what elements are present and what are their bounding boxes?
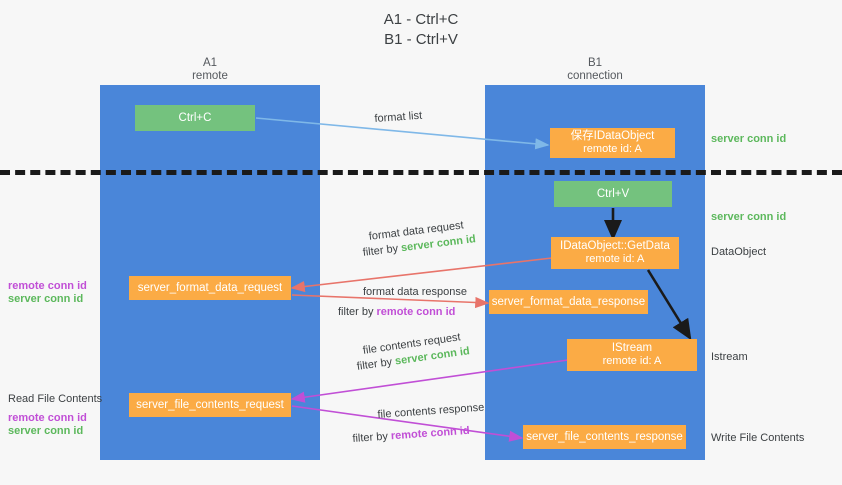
box-server-file-contents-response-label: server_file_contents_response	[526, 430, 683, 443]
arrow-format-data-request	[290, 257, 553, 293]
box-save-dataobject-line1: 保存IDataObject	[570, 130, 655, 142]
box-server-format-data-response-label: server_format_data_response	[491, 295, 646, 308]
column-header-a1: A1 remote	[100, 57, 320, 83]
box-server-file-contents-request[interactable]: server_file_contents_request	[129, 393, 291, 417]
side-label-server-conn-id-2: server conn id	[8, 425, 84, 437]
box-server-format-data-request[interactable]: server_format_data_request	[129, 276, 291, 300]
arrow-format-list	[255, 117, 550, 150]
arrow-file-contents-request	[290, 359, 569, 403]
column-a1-name: A1	[202, 57, 218, 69]
column-b1-name: B1	[587, 57, 603, 69]
box-getdata-line1: IDataObject::GetData	[560, 240, 670, 252]
box-server-file-contents-request-label: server_file_contents_request	[136, 398, 284, 411]
side-label-server-conn-id-1: server conn id	[8, 293, 84, 305]
column-a1-sub: remote	[192, 70, 228, 82]
side-label-remote-conn-id-1: remote conn id	[8, 280, 87, 292]
side-label-server-conn-id-top: server conn id	[711, 133, 787, 145]
filter-by-text-2: filter by	[338, 306, 377, 318]
label-format-data-response: format data response	[363, 286, 467, 298]
box-server-format-data-request-label: server_format_data_request	[137, 281, 283, 294]
box-server-format-data-response[interactable]: server_format_data_response	[489, 290, 648, 314]
box-istream[interactable]: IStream remote id: A	[567, 339, 697, 371]
side-label-dataobject: DataObject	[711, 246, 767, 258]
side-label-istream: Istream	[711, 351, 748, 363]
side-label-write-file-contents: Write File Contents	[711, 432, 805, 444]
title-line-1: A1 - Ctrl+C	[383, 11, 459, 28]
arrow-format-data-response	[291, 294, 490, 309]
box-save-dataobject[interactable]: 保存IDataObject remote id: A	[550, 128, 675, 158]
filter-by-text-4: filter by	[352, 430, 392, 445]
label-filter-remote-conn-id-1: filter by remote conn id	[338, 305, 455, 319]
title-line-2: B1 - Ctrl+V	[384, 31, 458, 48]
remote-conn-id-text-1: remote conn id	[376, 306, 456, 318]
side-label-read-file-contents: Read File Contents	[8, 393, 103, 405]
box-ctrl-c-label: Ctrl+C	[178, 111, 212, 124]
phase-divider	[0, 170, 842, 175]
box-ctrl-v[interactable]: Ctrl+V	[554, 181, 672, 207]
box-istream-line2: remote id: A	[602, 355, 662, 367]
box-server-file-contents-response[interactable]: server_file_contents_response	[523, 425, 686, 449]
column-header-b1: B1 connection	[485, 57, 705, 83]
box-getdata-line2: remote id: A	[585, 253, 645, 265]
box-ctrl-v-label: Ctrl+V	[596, 187, 630, 200]
arrow-file-contents-response	[291, 405, 524, 442]
box-istream-line1: IStream	[611, 342, 653, 354]
column-b1-sub: connection	[567, 70, 623, 82]
side-label-server-conn-id-mid: server conn id	[711, 211, 787, 223]
box-ctrl-c[interactable]: Ctrl+C	[135, 105, 255, 131]
side-label-remote-conn-id-2: remote conn id	[8, 412, 87, 424]
box-save-dataobject-line2: remote id: A	[583, 143, 642, 155]
arrow-getdata-to-istream	[646, 269, 692, 341]
box-getdata[interactable]: IDataObject::GetData remote id: A	[551, 237, 679, 269]
page-title: A1 - Ctrl+C B1 - Ctrl+V	[0, 10, 842, 50]
